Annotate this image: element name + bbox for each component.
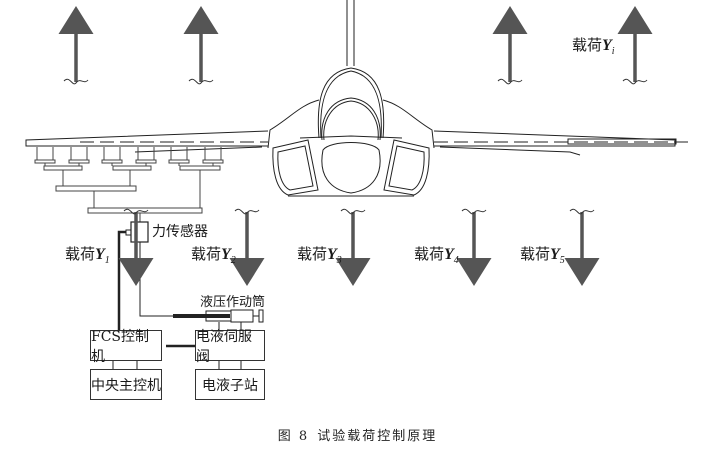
load-subscript: 3 [336,255,342,266]
load-arrows [58,6,653,286]
load-label-y3: 载荷Y3 [297,247,342,266]
load-prefix: 载荷 [191,245,222,263]
load-prefix: 载荷 [65,245,96,263]
downward-load-arrow [564,208,600,286]
whiffletree-loading-system [34,147,224,222]
aircraft-tail-fin [346,0,355,66]
upward-load-arrow [617,6,653,85]
load-label-y2: 载荷Y2 [191,247,236,266]
load-label-y5: 载荷Y5 [520,247,565,266]
load-symbol: Y [602,37,612,54]
figure-caption: 图 8 试验载荷控制原理 [0,425,723,444]
load-subscript: 2 [230,255,236,266]
load-pad [202,159,224,164]
downward-load-arrow [335,208,371,286]
figure-number: 图 8 [277,429,310,444]
aircraft-wings [25,130,690,156]
fcs-controller-box: FCS控制机 [90,329,162,365]
hydraulic-substation-box: 电液子站 [195,369,265,400]
upward-load-arrow [492,6,528,85]
load-symbol: Y [444,246,454,263]
load-prefix: 载荷 [414,245,445,263]
load-subscript: 1 [104,255,110,266]
control-wiring [112,221,264,369]
load-subscript: 5 [559,255,565,266]
load-symbol: Y [327,246,337,263]
figure-title: 试验载荷控制原理 [317,429,438,444]
load-label-yi: 载荷Yi [572,38,615,57]
servo-valve-box: 电液伺服阀 [195,329,265,365]
hydraulic-actuator-label: 液压作动筒 [200,295,266,310]
load-prefix: 载荷 [297,245,328,263]
load-pad [34,159,56,164]
upward-load-arrow [58,6,94,85]
force-sensor-block [130,221,149,243]
load-subscript: i [611,46,615,57]
force-sensor-label: 力传感器 [152,224,208,240]
upward-load-arrow [183,6,219,85]
load-label-y1: 载荷Y1 [65,247,110,266]
load-prefix: 载荷 [572,36,603,54]
downward-load-arrow [118,208,154,286]
load-symbol: Y [95,246,105,263]
load-pad [135,159,157,164]
load-subscript: 4 [453,255,459,266]
load-pad [101,159,123,164]
load-symbol: Y [550,246,560,263]
load-prefix: 载荷 [520,245,551,263]
load-pad [68,159,90,164]
load-symbol: Y [221,246,231,263]
load-label-y4: 载荷Y4 [414,247,459,266]
downward-load-arrow [229,208,265,286]
downward-load-arrow [456,208,492,286]
aircraft-fuselage [267,67,435,197]
central-host-box: 中央主控机 [90,369,162,400]
load-pad [168,159,190,164]
